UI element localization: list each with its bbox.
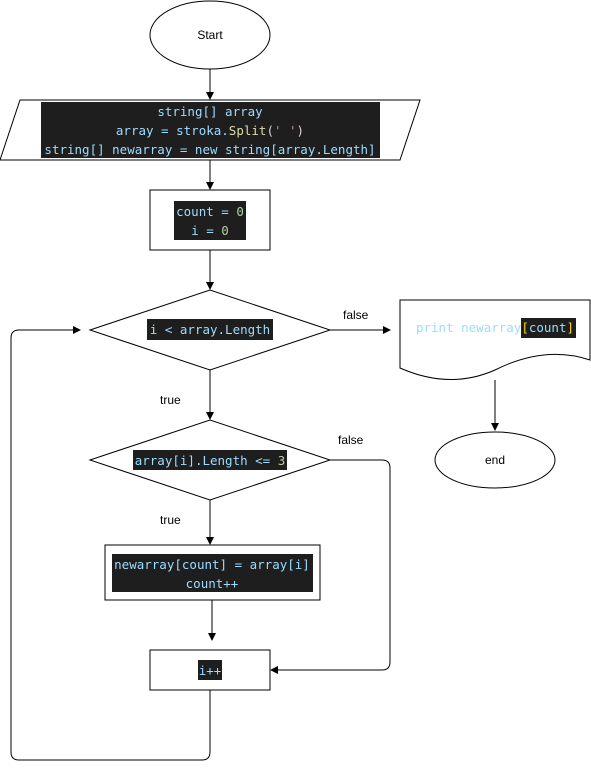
increment-node: i++	[149, 649, 271, 691]
assign-line-1: newarray[count] = array[i]	[114, 557, 310, 572]
end-node: end	[434, 431, 556, 489]
edge-increment-loop-back	[10, 326, 211, 761]
assign-node: newarray[count] = array[i] count++	[104, 544, 321, 601]
input-line-2: array = stroka.Split(' ')	[116, 123, 304, 138]
edge-label-true-1: true	[160, 393, 181, 407]
increment-label: i++	[199, 663, 222, 678]
output-label-b: [	[521, 320, 529, 335]
start-label: Start	[197, 28, 223, 42]
length-condition-code-block	[133, 450, 287, 470]
init-node: count = 0 i = 0	[149, 189, 271, 251]
output-code-block	[521, 318, 576, 338]
init-line-1: count = 0	[176, 204, 244, 219]
edge-label-true-2: true	[160, 513, 181, 527]
init-code-block	[174, 201, 246, 240]
input-line-2-c: (	[266, 123, 274, 138]
input-code-block	[41, 102, 380, 158]
output-label: print newarray[count]	[416, 320, 574, 335]
length-condition-label: array[i].Length <= 3	[135, 453, 286, 468]
assign-code-block	[112, 554, 313, 592]
length-condition-label-b: 3	[278, 453, 286, 468]
input-line-2-e: )	[297, 123, 305, 138]
input-line-1: string[] array	[157, 104, 263, 119]
edge-length-false-to-increment	[270, 459, 391, 674]
init-line-2: i = 0	[191, 223, 229, 238]
length-condition-label-a: array[i].Length <=	[135, 453, 278, 468]
input-line-3: string[] newarray = new string[array.Len…	[44, 142, 375, 157]
loop-condition-code-block	[147, 319, 273, 340]
loop-condition-label: i < array.Length	[150, 322, 270, 337]
end-label: end	[485, 453, 505, 467]
start-node: Start	[149, 0, 271, 70]
assign-line-2: count++	[186, 576, 239, 591]
input-line-2-d: ' '	[274, 123, 297, 138]
input-line-2-b: Split	[229, 123, 267, 138]
init-line-1-a: count =	[176, 204, 236, 219]
output-label-d: ]	[567, 320, 575, 335]
length-condition-node: array[i].Length <= 3	[88, 419, 332, 501]
edge-label-false-1: false	[343, 308, 369, 322]
edge-label-false-2: false	[338, 433, 364, 447]
loop-condition-node: i < array.Length	[88, 289, 332, 371]
output-label-a: print newarray	[416, 320, 522, 335]
increment-code-block	[198, 660, 222, 680]
input-node: string[] array array = stroka.Split(' ')…	[0, 99, 421, 161]
output-label-c: count	[529, 320, 567, 335]
input-line-2-a: array = stroka.	[116, 123, 229, 138]
output-node: print newarray[count]	[399, 299, 591, 381]
init-line-1-b: 0	[236, 204, 244, 219]
init-line-2-b: 0	[221, 223, 229, 238]
init-line-2-a: i =	[191, 223, 221, 238]
